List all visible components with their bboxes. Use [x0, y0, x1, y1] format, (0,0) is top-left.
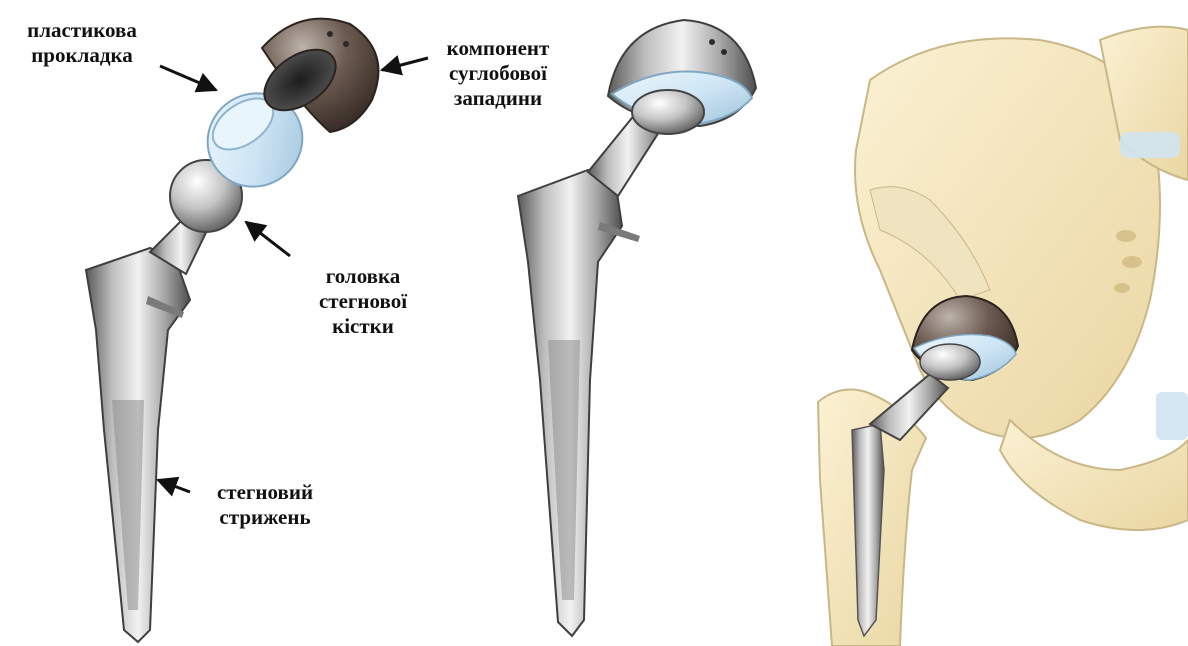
assembled-implant: [518, 20, 756, 636]
label-plastic-liner-line1: пластикова: [6, 18, 158, 43]
label-femoral-head-line1: головка: [298, 264, 428, 289]
label-plastic-liner: пластикова прокладка: [6, 18, 158, 68]
label-plastic-liner-line2: прокладка: [6, 43, 158, 68]
label-femoral-stem: стегновий стрижень: [190, 480, 340, 530]
label-femoral-stem-line1: стегновий: [190, 480, 340, 505]
label-acetabular-cup-line3: западини: [428, 86, 568, 111]
arrow-cup: [382, 58, 428, 70]
arrow-stem: [158, 480, 190, 492]
label-femoral-stem-line2: стрижень: [190, 505, 340, 530]
label-acetabular-cup-line2: суглобової: [428, 61, 568, 86]
arrow-liner: [160, 66, 216, 90]
label-femoral-head-line2: стегнової: [298, 289, 428, 314]
implant-in-bone: [852, 296, 1018, 636]
femoral-stem-left: [86, 248, 190, 642]
label-femoral-head-line3: кістки: [298, 314, 428, 339]
arrow-head: [246, 222, 290, 256]
label-acetabular-cup-line1: компонент: [428, 36, 568, 61]
label-femoral-head: головка стегнової кістки: [298, 264, 428, 339]
label-acetabular-cup: компонент суглобової западини: [428, 36, 568, 111]
